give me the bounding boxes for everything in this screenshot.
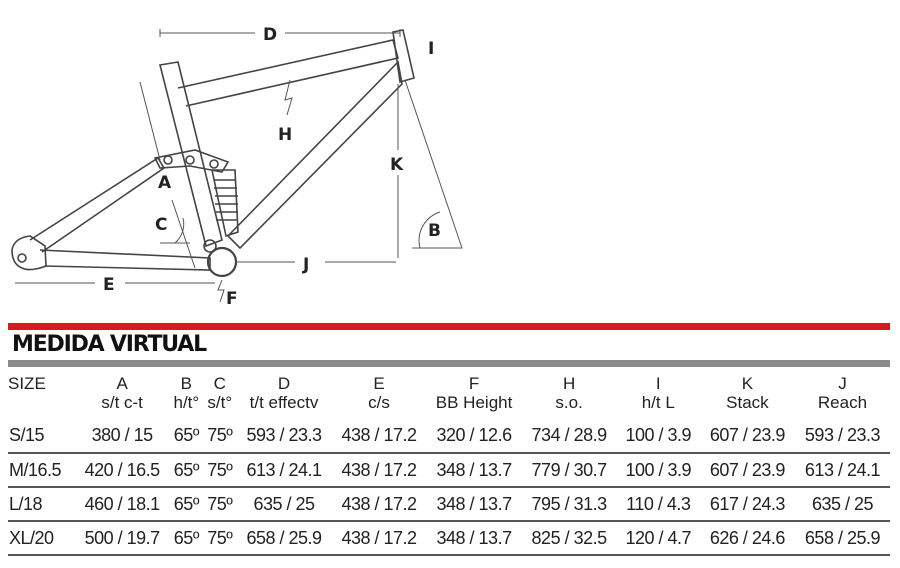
value-cell: 110 / 4.3 (616, 487, 700, 522)
value-cell: 100 / 3.9 (616, 453, 700, 488)
value-cell: 348 / 13.7 (426, 453, 522, 488)
value-cell: 438 / 17.2 (331, 418, 427, 454)
value-cell: 438 / 17.2 (331, 521, 427, 556)
value-cell: 75º (203, 418, 237, 454)
label-i: I (428, 39, 434, 59)
label-c: C (155, 215, 167, 235)
header-sub: h/t° (173, 393, 200, 412)
value-cell: 65º (169, 487, 204, 522)
label-h: H (278, 125, 292, 145)
value-cell: 635 / 25 (236, 487, 332, 522)
header-letter: I (655, 374, 661, 393)
label-d: D (263, 25, 277, 45)
header-letter: C (213, 374, 226, 393)
header-letter: A (116, 374, 128, 393)
value-cell: 380 / 15 (74, 418, 170, 454)
value-cell: 75º (203, 521, 237, 556)
value-cell: 795 / 31.3 (521, 487, 617, 522)
value-cell: 100 / 3.9 (616, 418, 700, 454)
size-cell: XL/20 (8, 521, 75, 556)
label-e: E (103, 275, 115, 295)
header-letter: E (373, 374, 385, 393)
column-header: SIZE (8, 374, 75, 418)
value-cell: 348 / 13.7 (426, 521, 522, 556)
value-cell: 635 / 25 (794, 487, 890, 522)
header-letter: D (277, 374, 291, 393)
header-letter: H (562, 374, 576, 393)
value-cell: 65º (169, 521, 204, 556)
value-cell: 75º (203, 453, 237, 488)
value-cell: 825 / 32.5 (521, 521, 617, 556)
value-cell: 617 / 24.3 (699, 487, 795, 522)
value-cell: 734 / 28.9 (521, 418, 617, 454)
bike-frame-geometry-diagram: D I H K A C B J E F (11, 25, 463, 309)
value-cell: 607 / 23.9 (699, 418, 795, 454)
value-cell: 500 / 19.7 (74, 521, 170, 556)
label-a: A (158, 173, 172, 193)
label-j: J (302, 255, 309, 275)
value-cell: 120 / 4.7 (616, 521, 700, 556)
label-k: K (390, 155, 404, 175)
header-sub: Reach (817, 393, 868, 412)
header-letter: F (468, 374, 480, 393)
label-f: F (226, 289, 238, 309)
value-cell: 779 / 30.7 (521, 453, 617, 488)
header-sub: h/t L (641, 393, 675, 412)
value-cell: 658 / 25.9 (236, 521, 332, 556)
value-cell: 613 / 24.1 (794, 453, 890, 488)
gray-divider (8, 360, 890, 367)
red-divider (8, 323, 890, 330)
size-cell: S/15 (8, 418, 75, 454)
header-letter: K (741, 374, 754, 393)
value-cell: 658 / 25.9 (794, 521, 890, 556)
size-cell: M/16.5 (8, 453, 75, 488)
section-title: MEDIDA VIRTUAL (12, 332, 207, 357)
size-cell: L/18 (8, 487, 75, 522)
value-cell: 460 / 18.1 (74, 487, 170, 522)
value-cell: 593 / 23.3 (794, 418, 890, 454)
header-sub: BB Height (435, 393, 513, 412)
value-cell: 438 / 17.2 (331, 453, 427, 488)
label-b: B (428, 221, 441, 241)
value-cell: 65º (169, 453, 204, 488)
value-cell: 593 / 23.3 (236, 418, 332, 454)
header-sub: s/t c-t (101, 393, 143, 412)
header-sub: t/t effectv (249, 393, 319, 412)
value-cell: 626 / 24.6 (699, 521, 795, 556)
frame-outline (11, 29, 415, 278)
header-letter: SIZE (8, 374, 46, 393)
header-sub: c/s (368, 393, 390, 412)
header-sub: Stack (726, 393, 769, 412)
value-cell: 75º (203, 487, 237, 522)
value-cell: 320 / 12.6 (426, 418, 522, 454)
value-cell: 348 / 13.7 (426, 487, 522, 522)
value-cell: 65º (169, 418, 204, 454)
value-cell: 607 / 23.9 (699, 453, 795, 488)
header-sub: s.o. (555, 393, 583, 412)
header-letter: B (180, 374, 193, 393)
header-letter: J (838, 374, 847, 393)
value-cell: 438 / 17.2 (331, 487, 427, 522)
value-cell: 613 / 24.1 (236, 453, 332, 488)
value-cell: 420 / 16.5 (74, 453, 170, 488)
header-sub: s/t° (207, 393, 233, 412)
dimension-lines (15, 29, 463, 303)
